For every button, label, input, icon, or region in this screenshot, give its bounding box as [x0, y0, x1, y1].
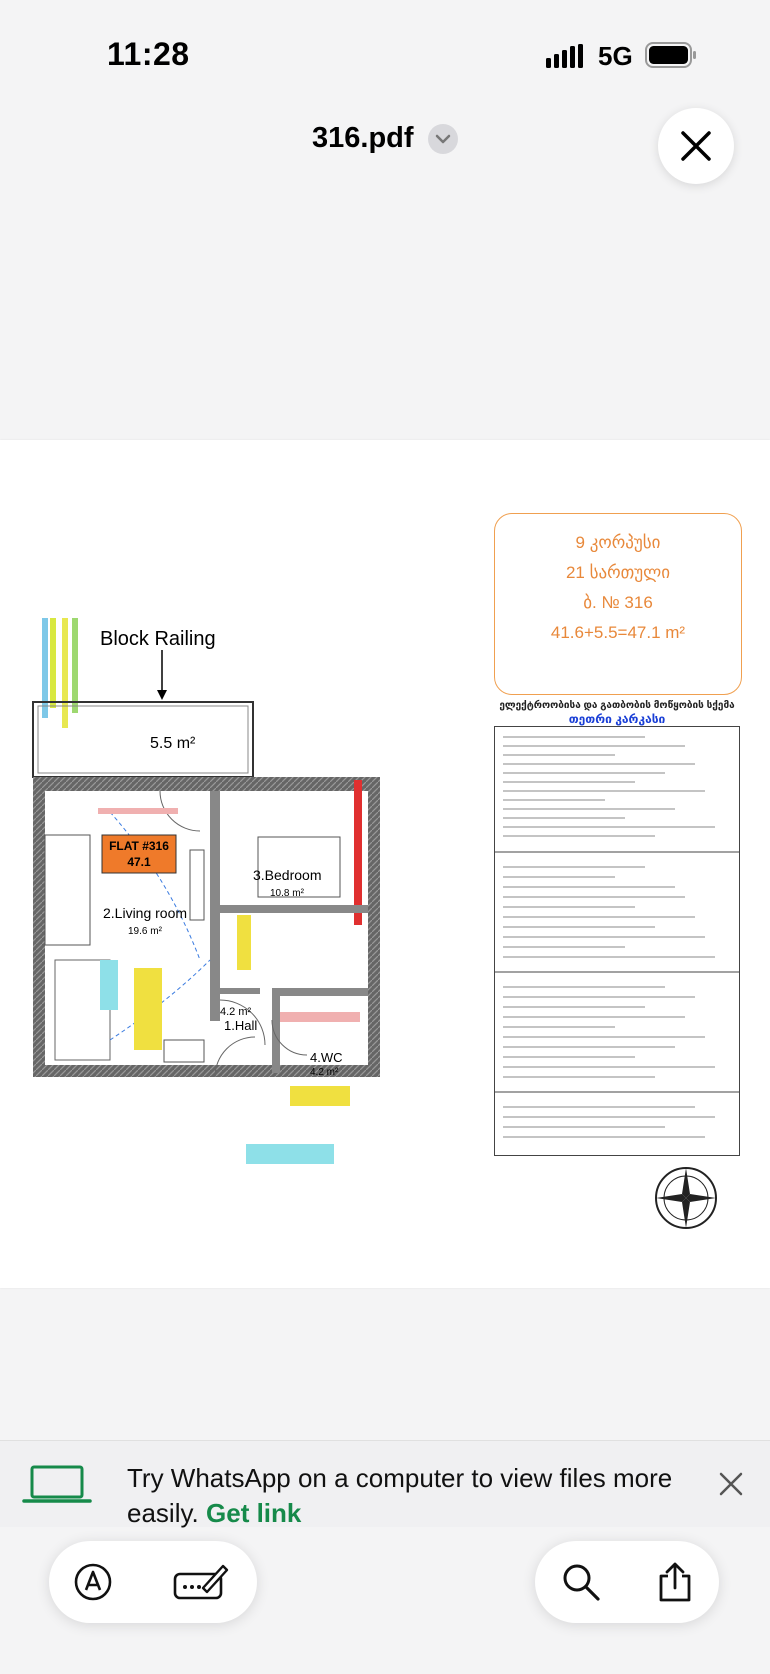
- banner-message: Try WhatsApp on a computer to view files…: [127, 1461, 707, 1531]
- room-area-bedroom: 10.8 m²: [270, 888, 305, 899]
- status-bar: 11:28 5G: [0, 0, 770, 110]
- markup-icon[interactable]: [73, 1562, 113, 1602]
- room-name-wc: 4.WC: [310, 1050, 343, 1065]
- legend-subtitle: თეთრი კარკასი: [568, 712, 666, 726]
- room-name-bedroom: 3.Bedroom: [253, 867, 321, 883]
- info-area: 41.6+5.5=47.1 m²: [550, 623, 686, 642]
- room-area-hall: 4.2 m²: [220, 1006, 252, 1018]
- balcony-area: 5.5 m²: [150, 735, 196, 752]
- document-title: 316.pdf: [312, 122, 414, 154]
- block-railing-label: Block Railing: [100, 628, 216, 650]
- info-apartment: ბ. № 316: [583, 593, 653, 612]
- flat-area: 47.1: [127, 855, 151, 869]
- search-icon[interactable]: [561, 1562, 601, 1602]
- signal-icon: [546, 44, 583, 68]
- room-name-living: 2.Living room: [103, 905, 187, 921]
- toolbar-right: [535, 1541, 719, 1623]
- legend-lines: [495, 736, 739, 1138]
- close-icon: [681, 131, 711, 161]
- laptop-icon: [22, 1465, 92, 1503]
- banner-text: Try WhatsApp on a computer to view files…: [127, 1463, 673, 1528]
- info-building: 9 კორპუსი: [575, 533, 661, 552]
- apartment-info-box: 9 კორპუსი 21 სართული ბ. № 316 41.6+5.5=4…: [494, 513, 742, 695]
- room-name-hall: 1.Hall: [224, 1018, 257, 1033]
- close-button[interactable]: [658, 108, 734, 184]
- room-area-living: 19.6 m²: [128, 926, 163, 937]
- network-type: 5G: [598, 41, 633, 71]
- signature-icon[interactable]: [173, 1562, 229, 1602]
- floor-plan: Block Railing 5.5 m²: [32, 618, 380, 1164]
- whatsapp-banner: Try WhatsApp on a computer to view files…: [0, 1440, 770, 1528]
- status-time: 11:28: [107, 36, 190, 72]
- toolbar-left: [49, 1541, 257, 1623]
- info-floor: 21 სართული: [565, 563, 671, 582]
- close-icon[interactable]: [718, 1471, 744, 1497]
- document-title-bar[interactable]: 316.pdf: [0, 122, 770, 155]
- pdf-page[interactable]: Block Railing 5.5 m²: [0, 440, 770, 1288]
- compass-icon: [655, 1167, 717, 1229]
- battery-icon: [645, 42, 696, 68]
- legend-title: ელექტროობისა და გათბობის მოწყობის სქემა: [499, 700, 735, 711]
- flat-label: FLAT #316: [109, 839, 169, 853]
- room-area-wc: 4.2 m²: [310, 1067, 339, 1078]
- get-link-button[interactable]: Get link: [206, 1498, 302, 1528]
- share-icon[interactable]: [655, 1562, 695, 1602]
- legend-table: [494, 726, 740, 1156]
- chevron-down-icon[interactable]: [427, 123, 458, 154]
